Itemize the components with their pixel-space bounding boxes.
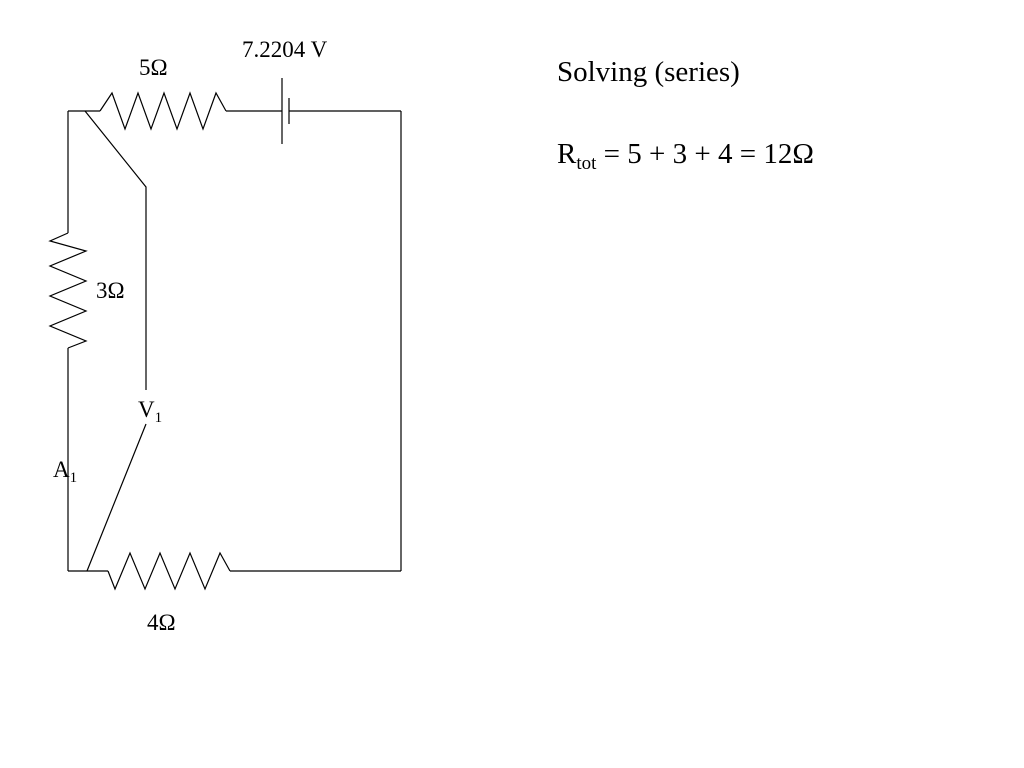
voltmeter-label-sub: 1 xyxy=(154,410,163,426)
resistor-top-label: 5Ω xyxy=(139,55,168,80)
solution-equation: Rtot = 5 + 3 + 4 = 12Ω xyxy=(557,138,814,174)
resistor-left xyxy=(48,232,88,349)
voltmeter-label-main: V xyxy=(138,397,155,422)
ammeter-label-sub: 1 xyxy=(69,470,78,486)
voltmeter-probe-upper xyxy=(84,110,147,390)
resistor-bottom xyxy=(107,551,231,591)
voltmeter-probe-lower xyxy=(86,423,147,572)
equation-sub: tot xyxy=(576,153,597,174)
ammeter-label-main: A xyxy=(53,457,70,482)
resistor-left-label: 3Ω xyxy=(96,278,125,303)
voltmeter-label: V1 xyxy=(138,397,162,426)
battery-label: 7.2204 V xyxy=(242,37,328,62)
resistor-bottom-label: 4Ω xyxy=(147,610,176,635)
resistor-top xyxy=(99,91,227,131)
equation-rest: = 5 + 3 + 4 = 12Ω xyxy=(596,138,814,170)
ammeter-label: A1 xyxy=(53,457,77,486)
equation-main: R xyxy=(557,138,577,170)
solution-heading: Solving (series) xyxy=(557,56,740,88)
